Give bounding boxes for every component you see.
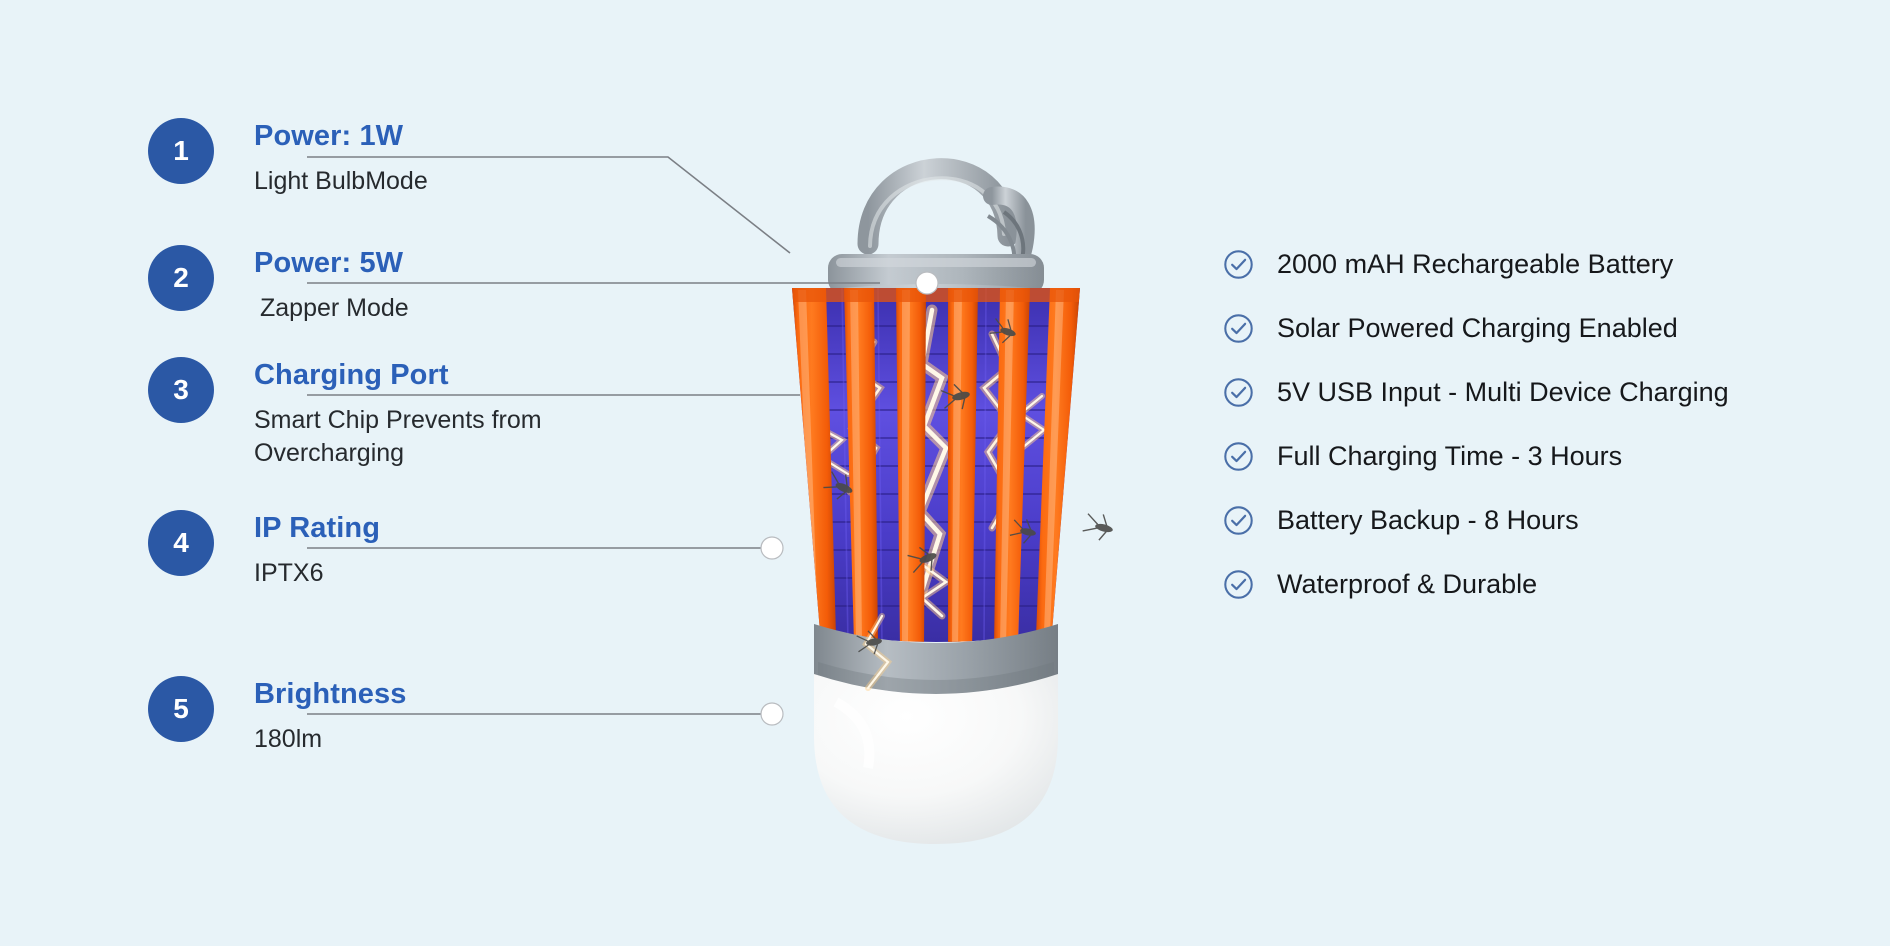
light-diffuser-dome (814, 674, 1058, 844)
feature-label: Battery Backup - 8 Hours (1277, 504, 1579, 535)
feature-label: 5V USB Input - Multi Device Charging (1277, 376, 1729, 407)
callout-title-1: Power: 1W (254, 120, 404, 152)
product-illustration (792, 158, 1113, 844)
mosquito (856, 630, 882, 655)
feature-label: 2000 mAH Rechargeable Battery (1277, 248, 1674, 279)
callout-1: 1 Power: 1W Light BulbMode (148, 118, 428, 198)
feature-label: Full Charging Time - 3 Hours (1277, 440, 1623, 471)
check-circle-icon (1224, 249, 1253, 279)
check-circle-icon (1224, 569, 1253, 599)
feature-item: Battery Backup - 8 Hours (1222, 488, 1862, 552)
electric-arcs (862, 613, 893, 691)
check-circle-icon (1224, 441, 1253, 471)
callout-3: 3 Charging Port Smart Chip Prevents from… (148, 357, 542, 470)
callout-badge-5: 5 (148, 676, 214, 742)
callout-title-5: Brightness (254, 678, 407, 710)
check-circle-icon (1224, 505, 1253, 535)
callout-subtitle-2: Zapper Mode (260, 294, 409, 323)
callout-2: 2 Power: 5W Zapper Mode (148, 245, 409, 325)
callout-5: 5 Brightness 180lm (148, 676, 406, 756)
check-circle-icon (1224, 313, 1253, 343)
feature-item: Waterproof & Durable (1222, 552, 1862, 616)
callout-badge-4: 4 (148, 510, 214, 576)
callout-title-4: IP Rating (254, 512, 381, 544)
callout-subtitle-1: Light BulbMode (254, 167, 428, 196)
feature-item: Solar Powered Charging Enabled (1222, 296, 1862, 360)
callout-badge-1: 1 (148, 118, 214, 184)
feature-label: Solar Powered Charging Enabled (1277, 312, 1678, 343)
callout-title-2: Power: 5W (254, 247, 404, 279)
zapper-cage (792, 288, 1080, 642)
callout-title-3: Charging Port (254, 359, 449, 391)
cage-ribs (792, 288, 1080, 642)
product-image (756, 96, 1116, 886)
callout-subtitle-3: Smart Chip Prevents from Overcharging (254, 406, 542, 468)
feature-label: Waterproof & Durable (1277, 568, 1538, 599)
mosquito (823, 318, 1036, 573)
callout-badge-3: 3 (148, 357, 214, 423)
callout-badge-2: 2 (148, 245, 214, 311)
feature-item: 2000 mAH Rechargeable Battery (1222, 232, 1862, 296)
callout-subtitle-4: IPTX6 (254, 559, 324, 588)
uv-grid (792, 288, 1080, 642)
mosquito (1082, 513, 1113, 541)
callout-4: 4 IP Rating IPTX6 (148, 510, 380, 590)
feature-list: 2000 mAH Rechargeable Battery Solar Powe… (1222, 232, 1862, 616)
check-circle-icon (1224, 377, 1253, 407)
feature-item: 5V USB Input - Multi Device Charging (1222, 360, 1862, 424)
callout-subtitle-5: 180lm (254, 725, 323, 754)
feature-item: Full Charging Time - 3 Hours (1222, 424, 1862, 488)
